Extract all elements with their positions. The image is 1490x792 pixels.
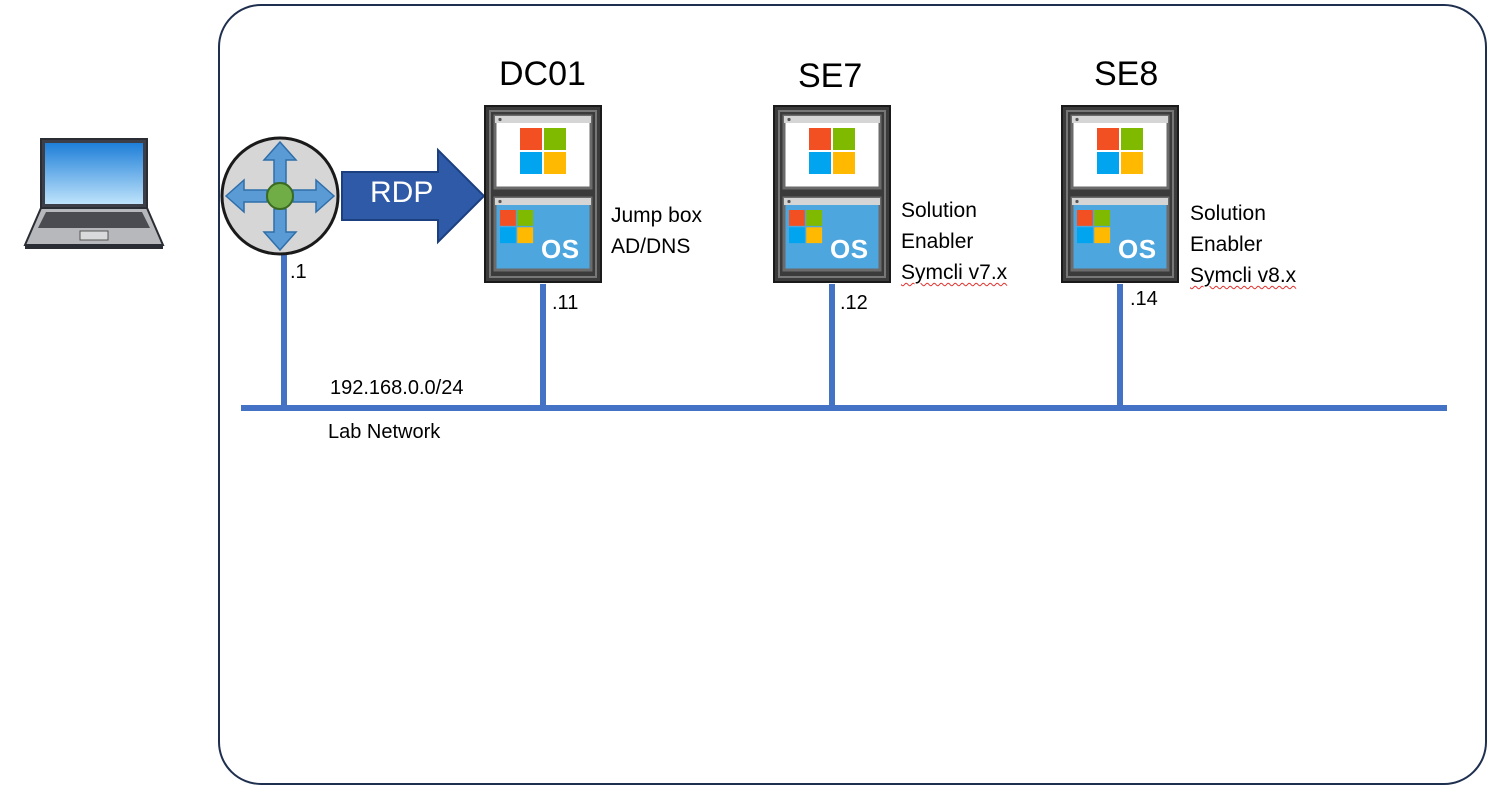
- se8-desc-line1: Solution: [1190, 202, 1266, 225]
- subnet-label: 192.168.0.0/24: [330, 377, 464, 399]
- rdp-arrow: [341, 147, 486, 245]
- se8-desc-line3: Symcli v8.x: [1190, 264, 1297, 287]
- dc01-os-badge: OS: [541, 234, 580, 264]
- se8-os-badge: OS: [1118, 234, 1157, 264]
- lab-boundary: [218, 4, 1487, 785]
- router-ip: .1: [290, 261, 307, 283]
- dc01-title: DC01: [499, 55, 586, 93]
- se8-title: SE8: [1094, 55, 1159, 93]
- se8-desc-line2: Enabler: [1190, 233, 1263, 256]
- rdp-label: RDP: [370, 176, 434, 209]
- network-name-label: Lab Network: [328, 421, 441, 443]
- se7-title: SE7: [798, 57, 863, 95]
- dc01-desc-line2: AD/DNS: [611, 235, 691, 258]
- se8-ip: .14: [1130, 288, 1158, 310]
- dc01-ip: .11: [552, 292, 579, 314]
- dc01-description: Jump box AD/DNS: [611, 200, 702, 262]
- se7-os-badge: OS: [830, 234, 869, 264]
- se7-ip: .12: [840, 292, 868, 314]
- se7-desc-line3: Symcli v7.x: [901, 261, 1008, 284]
- se7-description: Solution Enabler Symcli v7.x: [901, 195, 1007, 288]
- se7-desc-line2: Enabler: [901, 230, 974, 253]
- se7-desc-line1: Solution: [901, 199, 977, 222]
- laptop-icon: [23, 138, 165, 249]
- se8-description: Solution Enabler Symcli v8.x: [1190, 198, 1296, 291]
- router-icon: [220, 136, 340, 256]
- dc01-desc-line1: Jump box: [611, 204, 703, 227]
